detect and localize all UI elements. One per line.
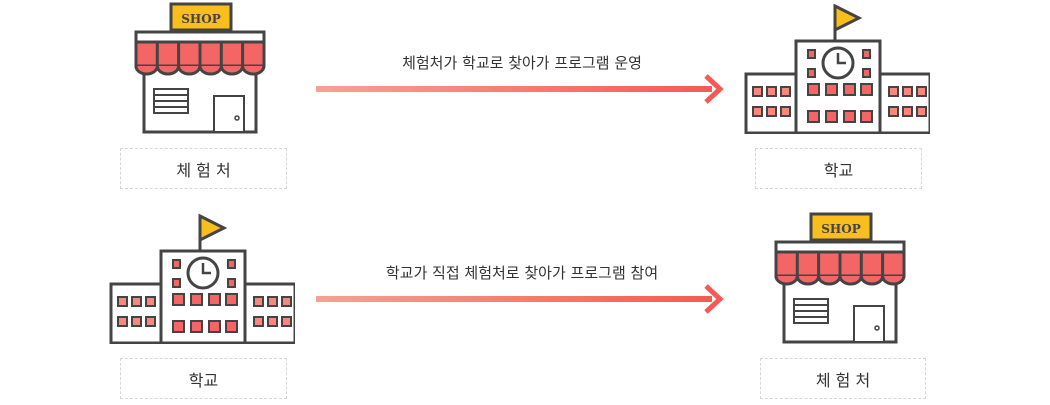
- shop-icon: SHOP: [774, 212, 906, 344]
- shop-sign-text: SHOP: [821, 222, 860, 236]
- arrow-right-icon: [316, 74, 724, 104]
- right-label: 학교: [823, 160, 854, 180]
- left-label: 체 험 처: [176, 160, 231, 180]
- school-icon: [109, 212, 295, 344]
- label-box: 학교: [755, 148, 922, 189]
- shop-sign-text: SHOP: [181, 12, 220, 26]
- arrow-caption: 체험처가 학교로 찾아가 프로그램 운영: [402, 54, 642, 72]
- arrow-caption: 학교가 직접 체험처로 찾아가 프로그램 참여: [385, 264, 659, 282]
- label-box: 체 험 처: [120, 148, 287, 189]
- right-label: 체 험 처: [815, 370, 871, 390]
- school-icon: [744, 2, 930, 134]
- left-label: 학교: [188, 370, 219, 390]
- label-box: 체 험 처: [760, 358, 926, 399]
- label-box: 학교: [120, 358, 287, 399]
- shop-icon: SHOP: [134, 2, 266, 134]
- arrow-right-icon: [316, 284, 724, 314]
